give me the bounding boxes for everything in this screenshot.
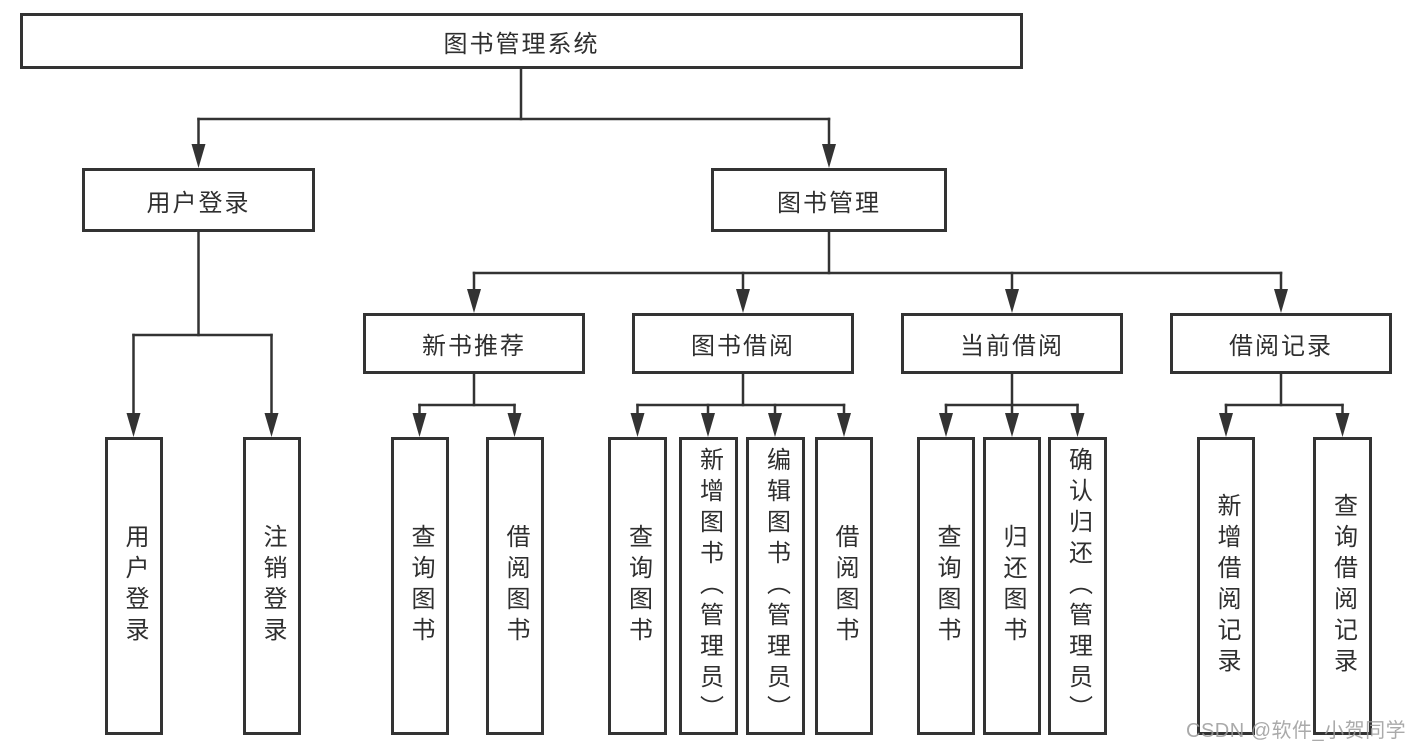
leaf-label: 用户登录: [121, 524, 148, 648]
leaf-add-book-admin: 新增图书（管理员）: [679, 437, 738, 735]
node-library-management-system: 图书管理系统: [20, 13, 1023, 69]
node-book-borrow: 图书借阅: [632, 313, 854, 374]
leaf-borrow-book: 借阅图书: [815, 437, 873, 735]
leaf-label: 确认归还（管理员）: [1064, 446, 1092, 726]
leaf-query-book-recommend: 查询图书: [391, 437, 449, 735]
leaf-logout: 注销登录: [243, 437, 301, 735]
leaf-return-book: 归还图书: [983, 437, 1041, 735]
leaf-label: 新增借阅记录: [1213, 493, 1240, 679]
leaf-label: 归还图书: [999, 524, 1026, 648]
node-book-management: 图书管理: [711, 168, 947, 232]
leaf-query-book-current: 查询图书: [917, 437, 975, 735]
node-new-book-recommend: 新书推荐: [363, 313, 585, 374]
leaf-label: 新增图书（管理员）: [695, 446, 723, 726]
leaf-label: 借阅图书: [502, 524, 529, 648]
node-current-borrow: 当前借阅: [901, 313, 1123, 374]
leaf-query-borrow-record: 查询借阅记录: [1313, 437, 1372, 735]
leaf-user-login: 用户登录: [105, 437, 163, 735]
leaf-add-borrow-record: 新增借阅记录: [1197, 437, 1255, 735]
node-borrow-record: 借阅记录: [1170, 313, 1392, 374]
leaf-borrow-book-recommend: 借阅图书: [486, 437, 544, 735]
leaf-confirm-return-admin: 确认归还（管理员）: [1048, 437, 1107, 735]
leaf-edit-book-admin: 编辑图书（管理员）: [746, 437, 805, 735]
leaf-label: 注销登录: [259, 524, 286, 648]
csdn-watermark: CSDN @软件_小贺同学: [1186, 720, 1405, 742]
leaf-label: 查询图书: [624, 524, 652, 648]
leaf-query-book-borrow: 查询图书: [608, 437, 667, 735]
leaf-label: 借阅图书: [831, 524, 858, 648]
leaf-label: 查询图书: [407, 524, 434, 648]
leaf-label: 查询图书: [933, 524, 960, 648]
leaf-label: 查询借阅记录: [1329, 493, 1357, 679]
node-user-login: 用户登录: [82, 168, 315, 232]
leaf-label: 编辑图书（管理员）: [762, 446, 790, 726]
